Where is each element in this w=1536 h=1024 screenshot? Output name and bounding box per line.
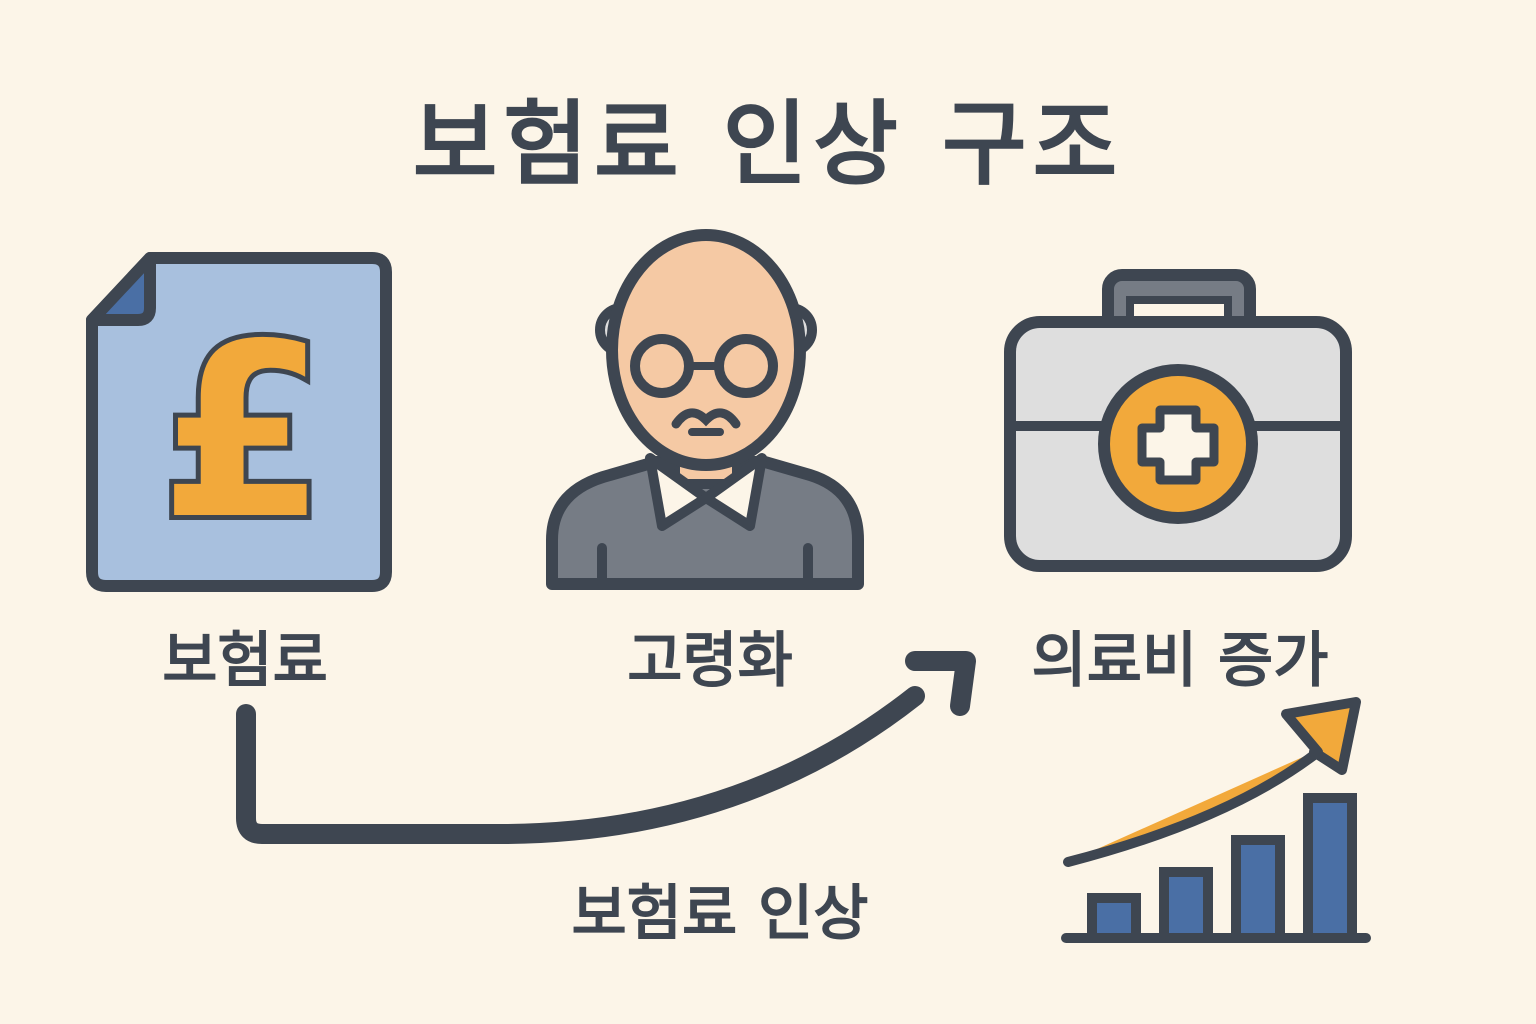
pound-sign-icon: £ bbox=[160, 292, 327, 572]
elderly-man-icon bbox=[546, 229, 864, 590]
diagram-title: 보험료 인상 구조 bbox=[412, 91, 1124, 198]
medical-cost-label: 의료비 증가 bbox=[1031, 626, 1329, 696]
premium-label: 보험료 bbox=[162, 626, 328, 696]
rising-bar-chart-icon bbox=[1061, 697, 1371, 943]
pound-document-icon: £ bbox=[86, 252, 392, 592]
premium-increase-label: 보험료 인상 bbox=[571, 879, 869, 949]
medical-kit-icon bbox=[1004, 269, 1352, 572]
curved-arrow-icon bbox=[236, 651, 976, 844]
aging-label: 고령화 bbox=[627, 626, 793, 696]
